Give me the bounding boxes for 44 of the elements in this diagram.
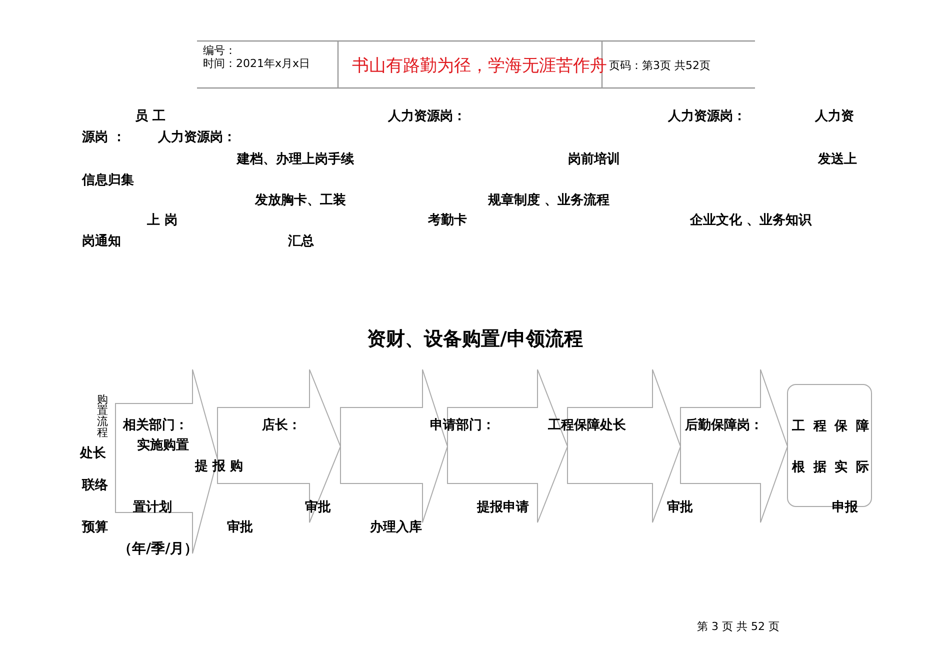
header-text: 时间：2021年x月x日 (203, 56, 310, 72)
text-fragment: 建档、办理上岗手续 (237, 152, 354, 168)
step-text: 办理入库 (370, 520, 422, 536)
text-fragment: 规章制度 、业务流程 (488, 193, 610, 209)
motto-text: 书山有路勤为径，学海无涯苦作舟 (352, 56, 607, 76)
step-text: 处长 (80, 446, 106, 462)
text-fragment: 信息归集 (82, 173, 134, 189)
text-fragment: 人力资源岗： (668, 109, 746, 125)
step-text: 预算 (82, 520, 108, 536)
text-fragment: 企业文化 、业务知识 (690, 213, 812, 229)
text-fragment: 人力资 (815, 109, 854, 125)
page-number: 第 3 页 共 52 页 (697, 619, 780, 635)
header-text: 页码：第3页 共52页 (609, 58, 710, 74)
text-fragment: 考勤卡 (428, 213, 467, 229)
text-fragment: 岗通知 (82, 234, 121, 250)
step-text: 审批 (227, 520, 253, 536)
step-text: 联络 (82, 478, 108, 494)
text-fragment: 岗前培训 (568, 152, 620, 168)
step-text: 工程保障处长 (548, 418, 626, 434)
text-fragment: 人力资源岗： (158, 130, 236, 146)
text-fragment: 发送上 (818, 152, 857, 168)
text-fragment: 员 工 (135, 109, 166, 125)
step-text: 后勤保障岗： (685, 418, 763, 434)
step-text: 审批 (305, 500, 331, 516)
box-text: 工程保障 (792, 419, 869, 435)
text-fragment: 发放胸卡、工装 (255, 193, 346, 209)
step-text: （年/季/月） (118, 541, 198, 557)
text-fragment: 源岗 ： (82, 130, 126, 146)
step-text: 提 报 购 (195, 459, 244, 475)
step-text: 提报申请 (477, 500, 529, 516)
step-text: 相关部门： (123, 418, 188, 434)
step-text: 置计划 (133, 500, 172, 516)
step-text: 申报 (832, 500, 858, 516)
step-text: 实施购置 (137, 438, 189, 454)
title: 资财、设备购置/申领流程 (366, 327, 584, 352)
step-text: 申请部门： (430, 418, 495, 434)
text-fragment: 上 岗 (147, 213, 178, 229)
text-fragment: 汇总 (288, 234, 314, 250)
step-text: 店长： (262, 418, 301, 434)
text-fragment: 人力资源岗： (388, 109, 466, 125)
process-step (680, 369, 788, 523)
header-text: 编号： (203, 43, 236, 58)
box-text: 根据实际 (792, 460, 869, 476)
step-text: 审批 (667, 500, 693, 516)
